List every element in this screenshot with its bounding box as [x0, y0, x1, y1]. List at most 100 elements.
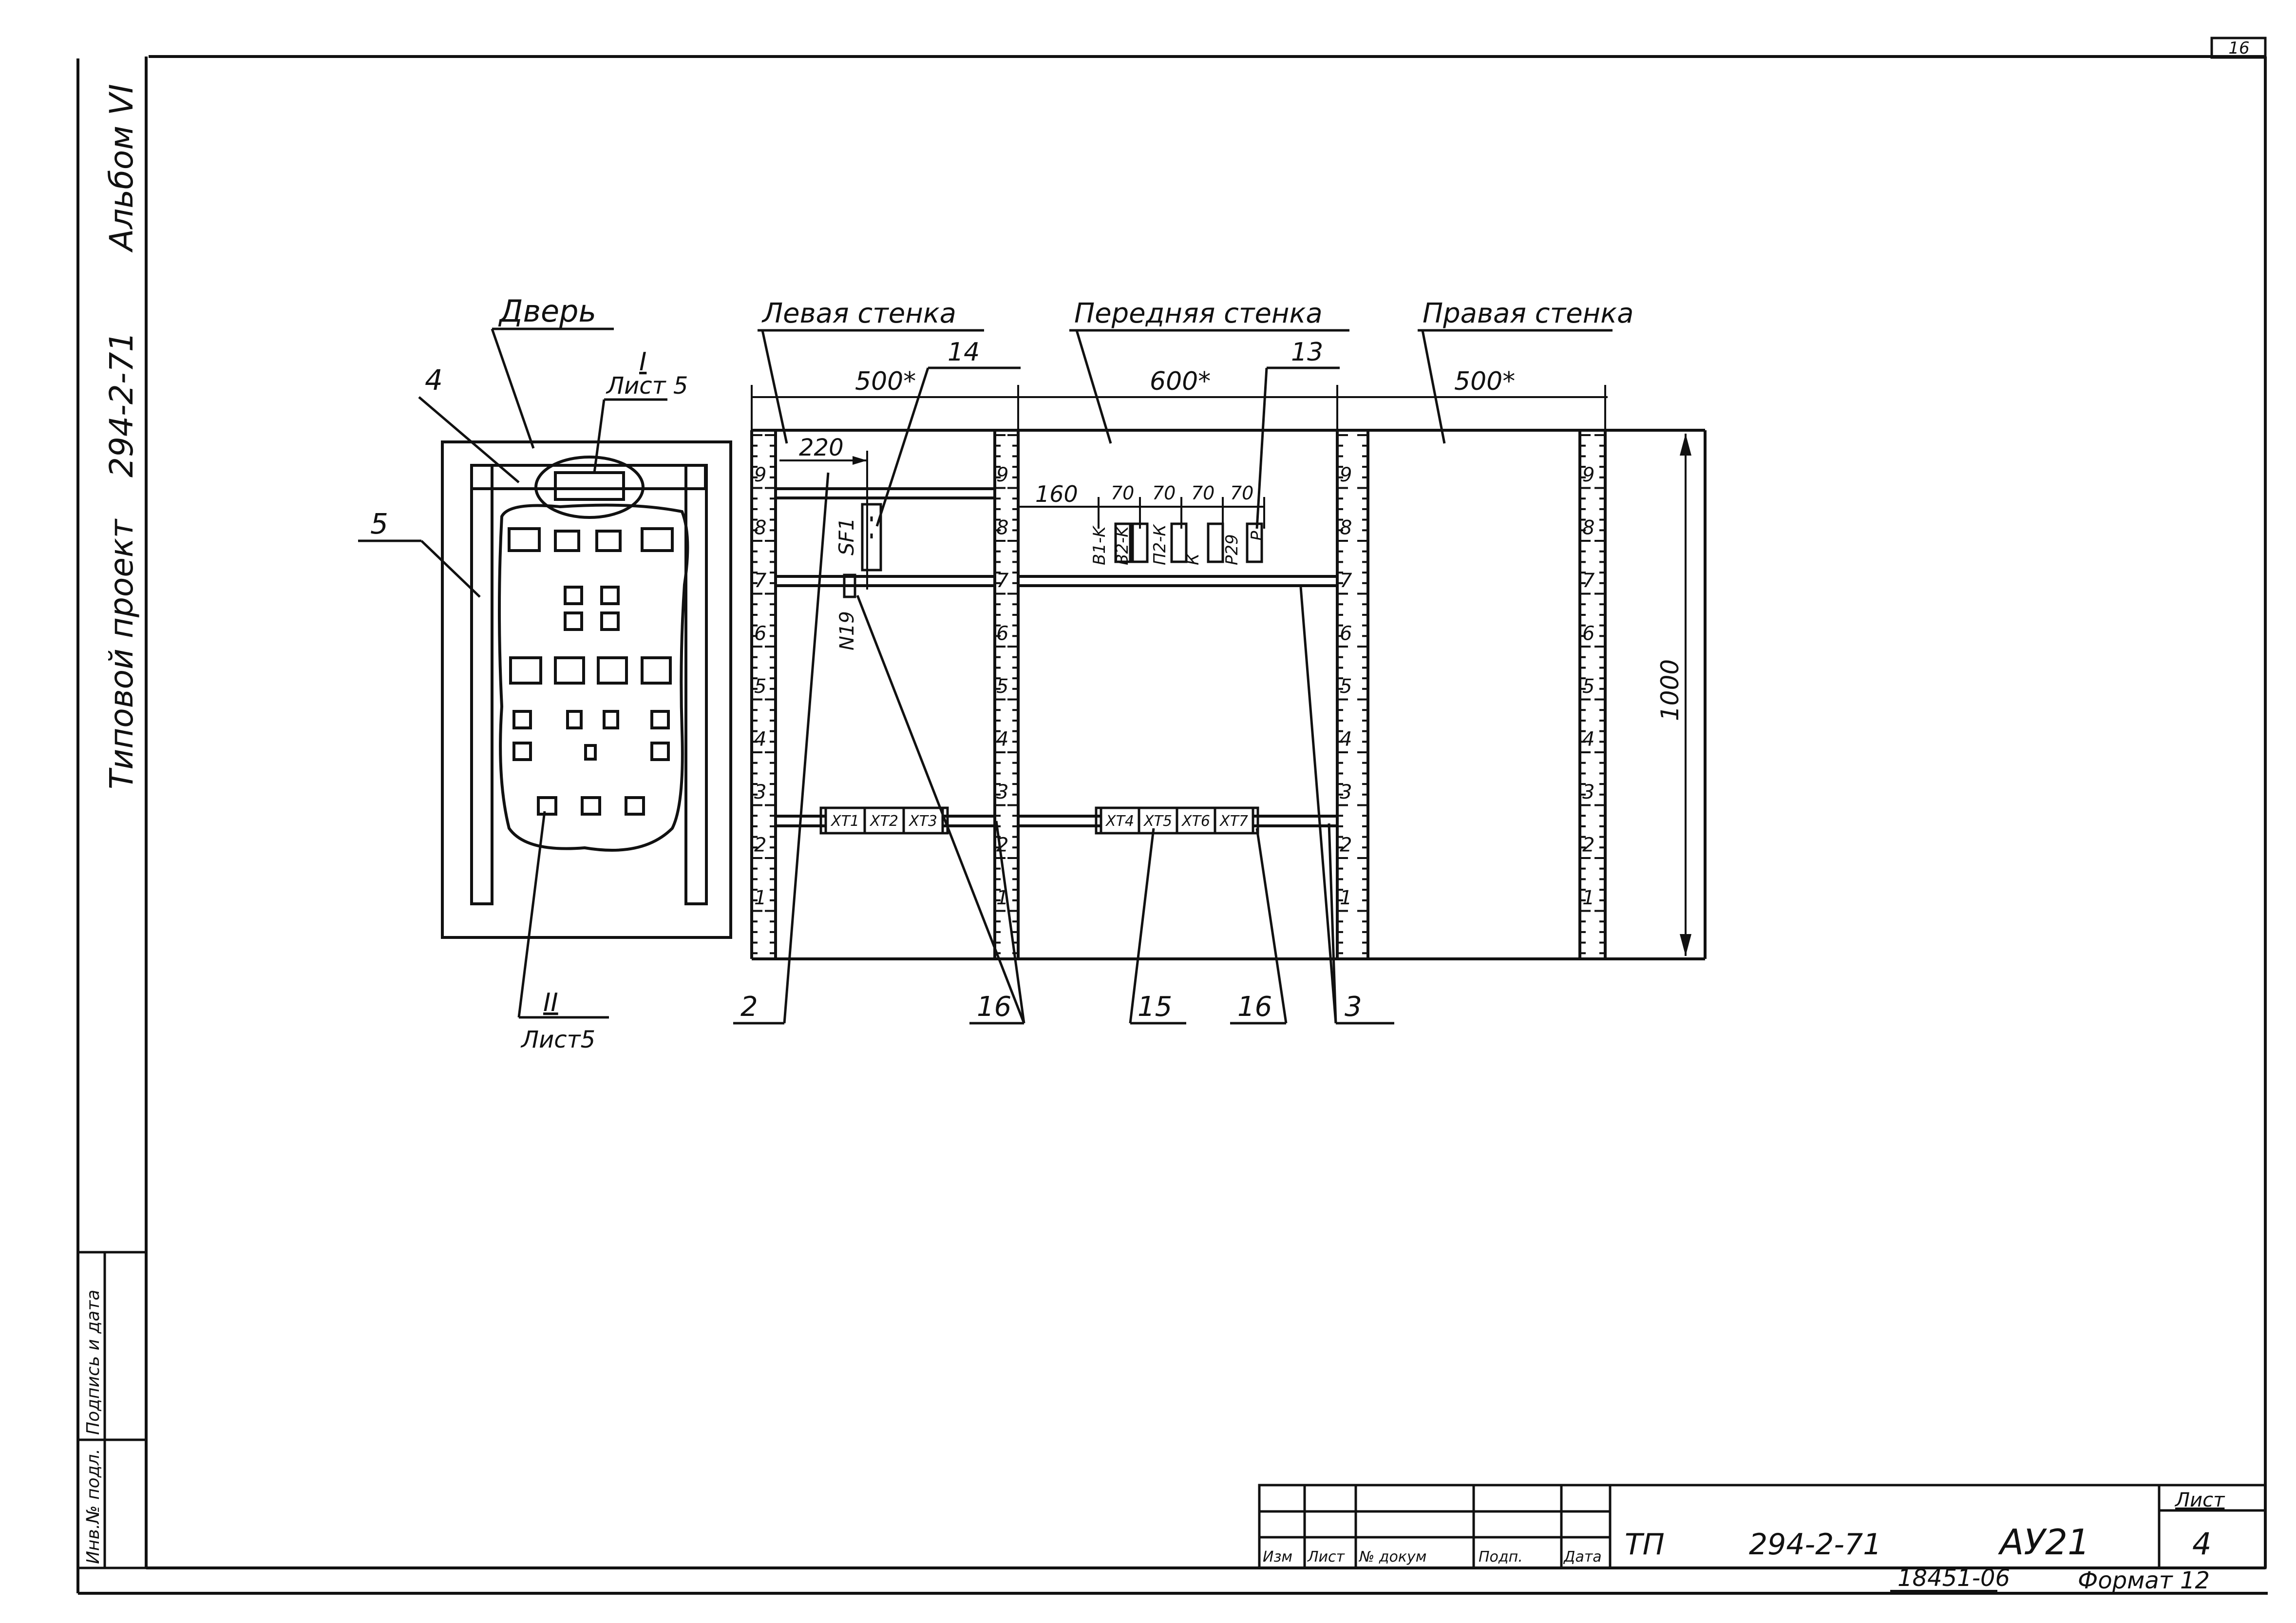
scale-numeral: 5 [1582, 675, 1594, 698]
scale-numeral: 3 [754, 781, 766, 803]
terminal-block-left: XT1 XT2 XT3 [819, 806, 949, 835]
scale-numeral: 3 [1582, 781, 1594, 803]
terminal-label: XT3 [908, 813, 937, 830]
terminal-end-stop [1252, 806, 1259, 835]
title-tp: ТП [1625, 1528, 1665, 1562]
scale-numeral: 2 [1340, 834, 1352, 857]
front-device-label: P29 [1222, 534, 1242, 565]
callout-13: 13 [1291, 338, 1323, 367]
callout-16b: 16 [1237, 991, 1272, 1023]
scale-numeral: 2 [1582, 834, 1594, 857]
title-col-izm: Изм [1263, 1548, 1292, 1566]
scale-numeral: 2 [754, 834, 766, 857]
scale-numeral: 7 [996, 570, 1009, 592]
scale-numeral: 5 [996, 675, 1008, 698]
side-title-project: Типовой проект [103, 518, 140, 789]
terminal-label: XT6 [1181, 813, 1210, 830]
scale-numeral: 3 [996, 781, 1008, 803]
dim-front-step1: 70 [1111, 482, 1134, 504]
sheet-corner-number: 16 [2228, 38, 2249, 58]
door-callout-5: 5 [370, 507, 388, 540]
front-device-label: П2-К [1150, 524, 1170, 565]
scale-numeral: 4 [996, 728, 1008, 751]
view-I-mark: I [639, 347, 646, 377]
title-col-date: Дата [1563, 1548, 1602, 1566]
scale-numeral: 4 [1340, 728, 1352, 751]
view-I-sheet: Лист 5 [606, 372, 688, 400]
scale-numeral: 8 [1582, 517, 1594, 539]
dim-front-step4: 70 [1230, 482, 1253, 504]
callout-3: 3 [1345, 991, 1362, 1023]
dim-front-width: 600* [1150, 367, 1211, 396]
scale-numeral: 5 [754, 675, 766, 698]
side-title: Типовой проект 294-2-71 Альбом VI [103, 84, 140, 789]
scale-numeral: 8 [1340, 517, 1352, 539]
title-inv-number: 18451-06 [1898, 1565, 2010, 1592]
dim-front-offset: 160 [1035, 481, 1078, 507]
scale-numeral: 6 [1340, 623, 1352, 645]
side-stamp [76, 1251, 148, 1569]
terminal-cell [1138, 806, 1178, 835]
title-sheet-number: 4 [2192, 1526, 2211, 1562]
scale-numeral: 9 [996, 464, 1008, 486]
scale-numeral: 7 [754, 570, 767, 592]
scale-numeral: 6 [1582, 623, 1594, 645]
title-col-doc: № докум [1358, 1548, 1426, 1566]
part-leaders [733, 366, 1394, 1025]
device-sf1: SF1 [835, 517, 858, 555]
terminal-cell [1176, 806, 1216, 835]
door-leaders [358, 327, 667, 1019]
title-block [1258, 1484, 2267, 1569]
dim-height: 1000 [1656, 659, 1684, 721]
scale-numeral: 7 [1340, 570, 1352, 592]
title-format: Формат 12 [2078, 1567, 2210, 1594]
title-col-list: Лист [1307, 1548, 1346, 1566]
terminal-label: XT4 [1105, 813, 1134, 830]
front-device-label: B2-K [1113, 525, 1132, 565]
front-device-label: P [1248, 531, 1267, 541]
terminal-cell [902, 806, 944, 835]
scale-numeral: 9 [1582, 464, 1594, 486]
front-device-label: К [1183, 553, 1203, 565]
terminal-label: XT2 [869, 813, 898, 830]
terminal-label: XT7 [1219, 813, 1248, 830]
scale-numeral: 3 [1340, 781, 1352, 803]
scale-numeral: 7 [1582, 570, 1595, 592]
callout-2: 2 [740, 991, 758, 1023]
scale-numeral: 1 [1582, 887, 1594, 909]
callout-16a: 16 [977, 991, 1011, 1023]
scale-numeral: 8 [754, 517, 766, 539]
terminal-cell [863, 806, 905, 835]
scale-numeral: 9 [1340, 464, 1352, 486]
terminal-block-front: XT4 XT5 XT6 XT7 [1095, 806, 1259, 835]
cabinet-outline [750, 429, 1707, 960]
dim-left-width: 500* [855, 367, 916, 396]
scale-numeral: 1 [1340, 887, 1352, 909]
side-stamp-inv-no: Инв.№ подл. [83, 1449, 103, 1564]
door-callout-4: 4 [425, 363, 443, 397]
scale-numeral: 4 [754, 728, 766, 751]
side-title-code: 294-2-71 [103, 331, 140, 477]
device-n19: N19 [836, 611, 858, 650]
title-col-sign: Подп. [1479, 1548, 1523, 1566]
terminal-label: XT1 [830, 813, 859, 830]
scale-numeral: 9 [754, 464, 766, 486]
side-title-album: Альбом VI [103, 84, 140, 253]
scale-numeral: 6 [996, 623, 1008, 645]
front-wall-label: Передняя стенка [1074, 298, 1323, 329]
callout-14: 14 [948, 338, 980, 367]
door-view [441, 440, 732, 939]
title-code: 294-2-71 [1749, 1528, 1881, 1562]
wall-label-underlines [758, 329, 1613, 444]
terminal-label: XT5 [1143, 813, 1172, 830]
side-stamp-sign-date: Подпись и дата [83, 1290, 103, 1435]
callout-15: 15 [1138, 991, 1172, 1023]
scale-numeral: 5 [1340, 675, 1352, 698]
left-wall-label: Левая стенка [761, 298, 956, 329]
dimension-lines [751, 385, 1687, 956]
dim-front-step3: 70 [1191, 482, 1214, 504]
title-mark: АУ21 [1998, 1522, 2090, 1563]
